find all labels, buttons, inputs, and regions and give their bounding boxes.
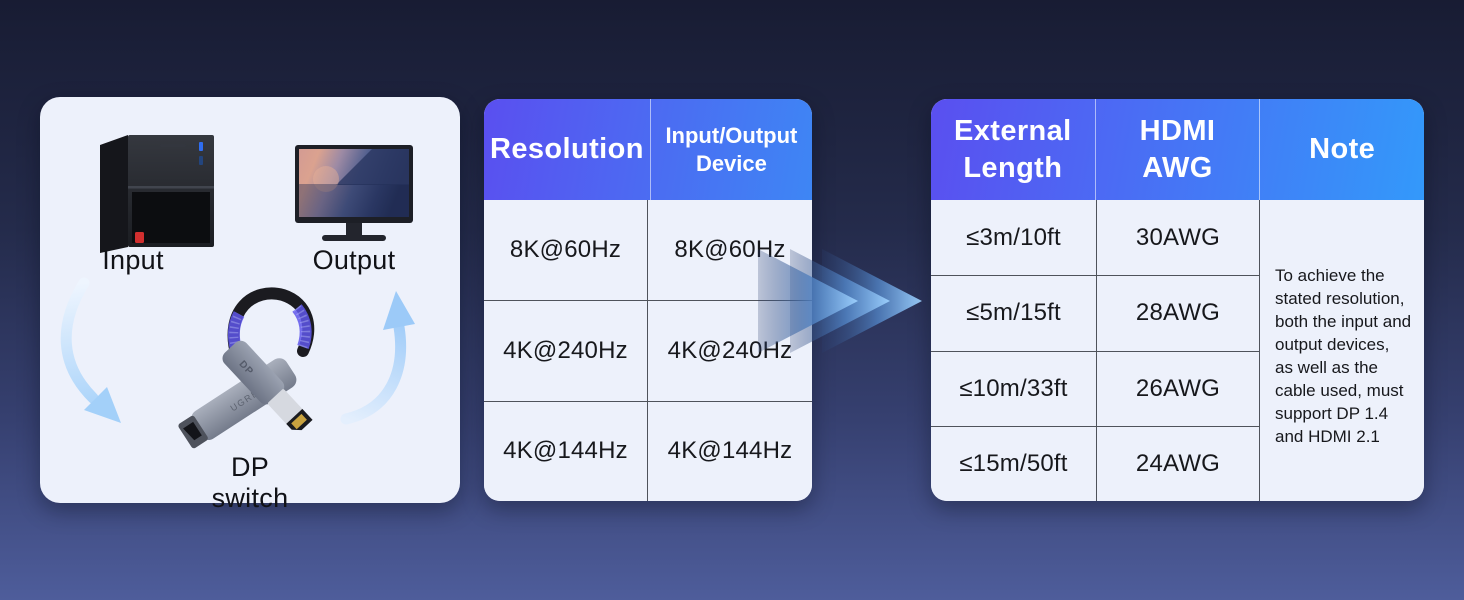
diagram-graphics: UGREEN DP xyxy=(60,135,415,449)
connection-diagram-card: UGREEN DP Input Output DP switch xyxy=(40,97,460,513)
table-cell: 4K@240Hz xyxy=(484,300,648,401)
table-cell: 30AWG xyxy=(1097,200,1260,276)
table-cell: ≤3m/10ft xyxy=(931,200,1097,276)
arrow-input-to-switch-icon xyxy=(60,277,121,423)
pc-tower-icon xyxy=(100,135,214,253)
dp-switch-label: DP switch xyxy=(211,452,289,513)
awg-table-header: External Length HDMI AWG Note xyxy=(931,99,1424,200)
awg-table-body: To achieve the stated resolution, both t… xyxy=(931,200,1424,501)
table-cell: 8K@60Hz xyxy=(484,200,648,301)
header-hdmi-awg: HDMI AWG xyxy=(1096,99,1261,200)
monitor-icon xyxy=(295,145,413,241)
resolution-table-body: 8K@60Hz 8K@60Hz 4K@240Hz 4K@240Hz 4K@144… xyxy=(484,200,812,501)
table-cell: 28AWG xyxy=(1097,275,1260,351)
table-cell: 4K@144Hz xyxy=(648,400,812,501)
header-resolution: Resolution xyxy=(484,99,651,200)
header-note: Note xyxy=(1309,133,1376,166)
table-cell: 24AWG xyxy=(1097,425,1260,501)
table-cell: ≤15m/50ft xyxy=(931,425,1097,501)
resolution-table-header: Resolution Input/Output Device xyxy=(484,99,812,200)
table-cell: ≤5m/15ft xyxy=(931,275,1097,351)
table-cell: ≤10m/33ft xyxy=(931,350,1097,426)
awg-table: External Length HDMI AWG Note To achieve… xyxy=(931,99,1424,501)
output-device-label: Output xyxy=(312,245,396,275)
arrow-switch-to-output-icon xyxy=(340,291,415,425)
triple-chevron-right-icon xyxy=(758,249,922,353)
note-text: To achieve the stated resolution, both t… xyxy=(1275,265,1412,446)
table-cell: 26AWG xyxy=(1097,350,1260,426)
header-input-output-device: Input/Output Device xyxy=(665,123,798,176)
header-external-length: External Length xyxy=(931,99,1096,200)
input-device-label: Input xyxy=(102,245,164,275)
dp-switch-adapter-image: UGREEN DP xyxy=(178,287,315,449)
resolution-table: Resolution Input/Output Device 8K@60Hz 8… xyxy=(484,99,812,501)
table-cell: 4K@144Hz xyxy=(484,400,648,501)
